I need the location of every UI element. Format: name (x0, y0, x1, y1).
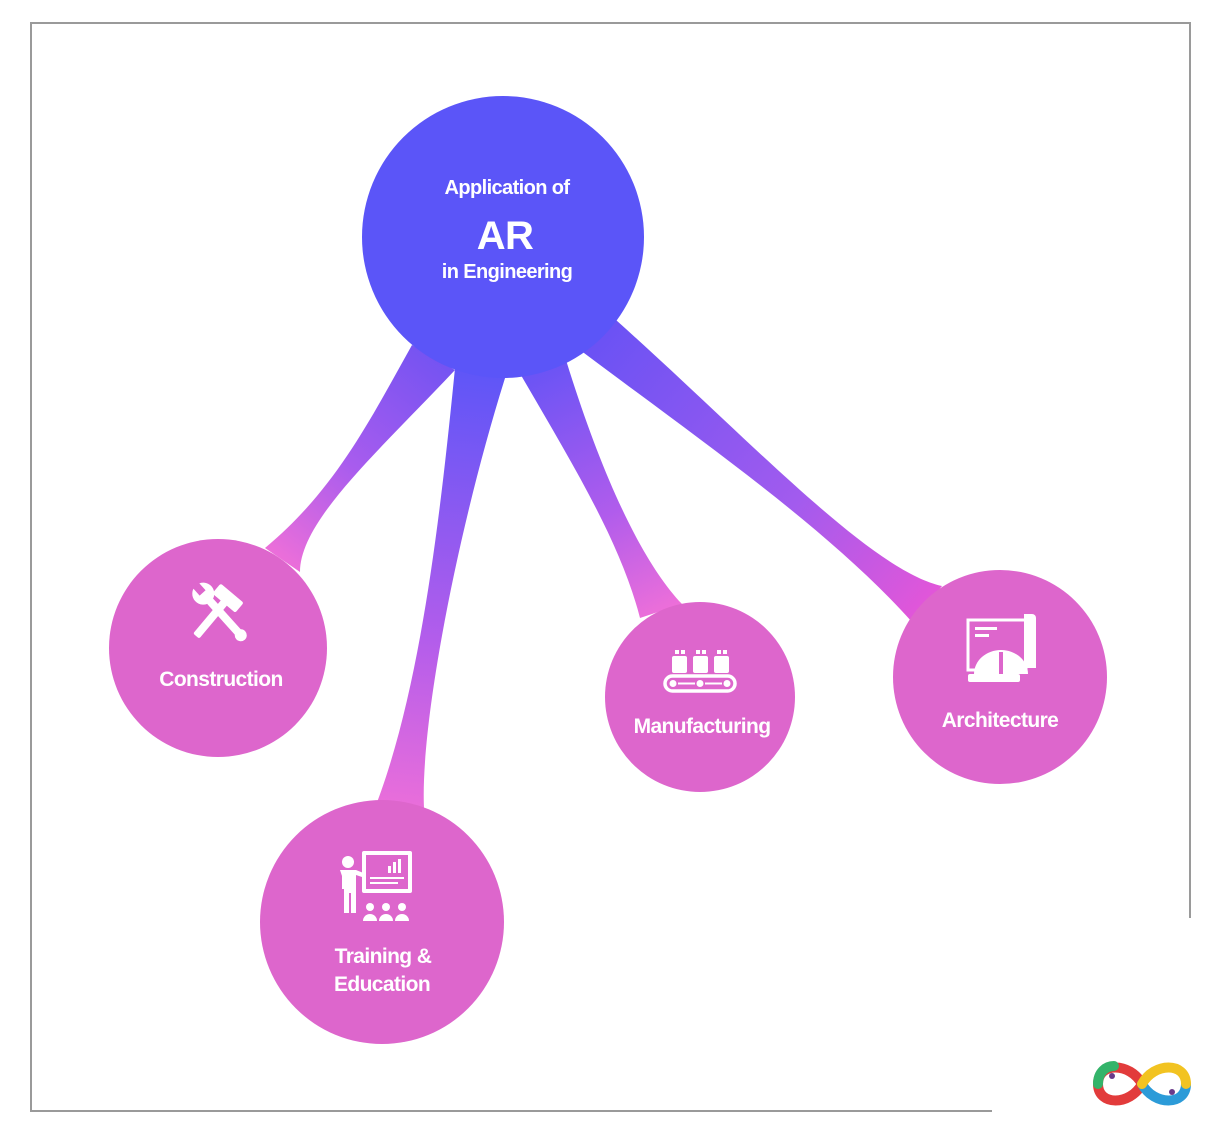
branch-architecture (580, 320, 942, 622)
node-architecture: Architecture (893, 570, 1107, 784)
frame-right-border (1189, 22, 1191, 918)
branch-training (376, 368, 506, 808)
conveyor-belt-icon (663, 650, 737, 693)
presentation-icon (340, 851, 412, 921)
node-construction: Construction (109, 539, 327, 757)
manufacturing-label: Manufacturing (634, 715, 771, 738)
infinity-logo-icon (1092, 1061, 1191, 1106)
training-label-line2: Education (334, 973, 430, 996)
center-node (362, 96, 644, 378)
training-label-line1: Training & (335, 945, 432, 968)
node-manufacturing: Manufacturing (605, 602, 795, 792)
node-training: Training & Education (260, 800, 504, 1044)
center-title-line3: in Engineering (442, 261, 573, 283)
frame-left-border (30, 22, 32, 1112)
center-title-ar: AR (477, 214, 534, 258)
frame-top-border (30, 22, 1191, 24)
branch-manufacturing (518, 360, 682, 618)
frame-bottom-border (30, 1110, 992, 1112)
blueprint-hardhat-icon (966, 614, 1036, 682)
architecture-label: Architecture (942, 709, 1059, 732)
hammer-wrench-icon (190, 580, 247, 642)
construction-label: Construction (159, 668, 282, 691)
center-title-line1: Application of (445, 177, 571, 199)
branch-construction (265, 345, 455, 572)
